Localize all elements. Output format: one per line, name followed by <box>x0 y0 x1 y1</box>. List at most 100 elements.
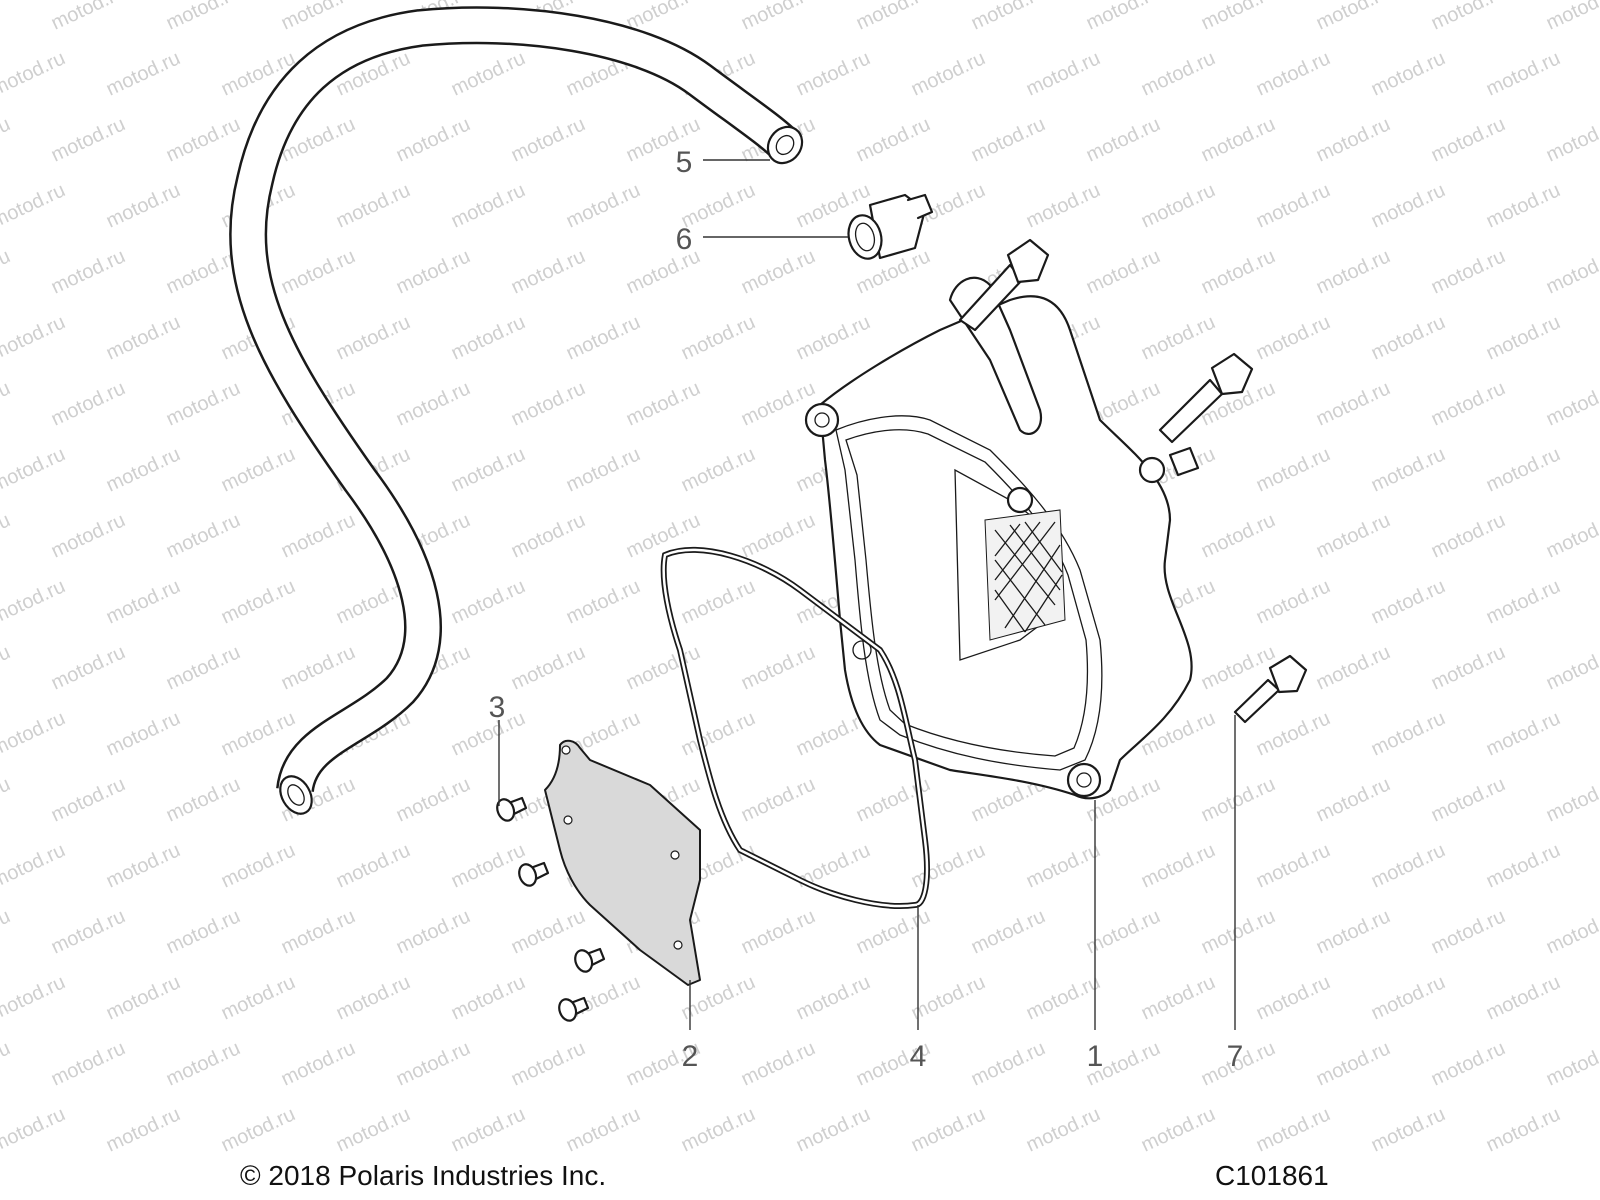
callout-2: 2 <box>682 1040 699 1073</box>
watermark-text: motod.ru <box>1368 575 1449 628</box>
watermark-text: motod.ru <box>508 1037 589 1090</box>
watermark-text: motod.ru <box>738 0 819 35</box>
watermark-text: motod.ru <box>908 971 989 1024</box>
watermark-text: motod.ru <box>48 113 129 166</box>
watermark-text: motod.ru <box>1428 245 1509 298</box>
cover-gasket <box>660 546 930 909</box>
watermark-text: motod.ru <box>1253 971 1334 1024</box>
watermark-text: motod.ru <box>1083 0 1164 35</box>
watermark-text: motod.ru <box>48 377 129 430</box>
watermark-text: motod.ru <box>103 575 184 628</box>
watermark-text: motod.ru <box>508 377 589 430</box>
watermark-text: motod.ru <box>508 905 589 958</box>
watermark-text: motod.ru <box>1543 509 1600 562</box>
watermark-text: motod.ru <box>103 707 184 760</box>
watermark-text: motod.ru <box>163 377 244 430</box>
copyright-notice: © 2018 Polaris Industries Inc. <box>240 1160 607 1191</box>
watermark-text: motod.ru <box>1253 311 1334 364</box>
watermark-text: motod.ru <box>1543 641 1600 694</box>
watermark-text: motod.ru <box>563 443 644 496</box>
watermark-text: motod.ru <box>1253 443 1334 496</box>
watermark-text: motod.ru <box>0 641 14 694</box>
watermark-text: motod.ru <box>48 1037 129 1090</box>
watermark-text: motod.ru <box>1023 179 1104 232</box>
watermark-text: motod.ru <box>0 179 69 232</box>
watermark-text: motod.ru <box>563 311 644 364</box>
callout-7: 7 <box>1227 1040 1244 1073</box>
watermark-text: motod.ru <box>1253 839 1334 892</box>
watermark-text: motod.ru <box>1313 641 1394 694</box>
watermark-text: motod.ru <box>393 1037 474 1090</box>
watermark-text: motod.ru <box>1428 905 1509 958</box>
watermark-text: motod.ru <box>1428 509 1509 562</box>
callout-6: 6 <box>676 223 693 256</box>
watermark-text: motod.ru <box>103 179 184 232</box>
watermark-text: motod.ru <box>1253 575 1334 628</box>
watermark-text: motod.ru <box>563 575 644 628</box>
watermark-text: motod.ru <box>1428 1037 1509 1090</box>
watermark-text: motod.ru <box>0 47 69 100</box>
watermark-text: motod.ru <box>1023 971 1104 1024</box>
watermark-text: motod.ru <box>1198 773 1279 826</box>
watermark-text: motod.ru <box>333 311 414 364</box>
watermark-text: motod.ru <box>278 509 359 562</box>
watermark-text: motod.ru <box>908 1103 989 1156</box>
watermark-text: motod.ru <box>0 1103 69 1156</box>
watermark-text: motod.ru <box>1083 113 1164 166</box>
watermark-text: motod.ru <box>1023 47 1104 100</box>
watermark-text: motod.ru <box>853 905 934 958</box>
watermark-text: motod.ru <box>0 773 14 826</box>
watermark-text: motod.ru <box>968 905 1049 958</box>
cover-bolt <box>958 238 1308 724</box>
watermark-text: motod.ru <box>1428 773 1509 826</box>
watermark-text: motod.ru <box>333 1103 414 1156</box>
diagram-id: C101861 <box>1215 1160 1329 1191</box>
watermark-text: motod.ru <box>1483 707 1564 760</box>
watermark-text: motod.ru <box>968 0 1049 35</box>
watermark-text: motod.ru <box>1543 113 1600 166</box>
watermark-text: motod.ru <box>1483 971 1564 1024</box>
watermark-text: motod.ru <box>448 575 529 628</box>
watermark-text: motod.ru <box>333 971 414 1024</box>
leader-lines <box>498 159 1236 1030</box>
watermark-text: motod.ru <box>1543 0 1600 35</box>
watermark-text: motod.ru <box>393 113 474 166</box>
watermark-text: motod.ru <box>1483 1103 1564 1156</box>
watermark-text: motod.ru <box>0 971 69 1024</box>
watermark-text: motod.ru <box>103 1103 184 1156</box>
watermark-text: motod.ru <box>1253 179 1334 232</box>
watermark-text: motod.ru <box>623 641 704 694</box>
watermark-text: motod.ru <box>393 773 474 826</box>
watermark-text: motod.ru <box>1313 377 1394 430</box>
watermark-text: motod.ru <box>1368 311 1449 364</box>
watermark-text: motod.ru <box>333 179 414 232</box>
watermark-text: motod.ru <box>218 1103 299 1156</box>
watermark-text: motod.ru <box>1543 773 1600 826</box>
watermark-text: motod.ru <box>738 245 819 298</box>
watermark-text: motod.ru <box>1483 575 1564 628</box>
watermark-text: motod.ru <box>1023 839 1104 892</box>
watermark-text: motod.ru <box>1198 245 1279 298</box>
watermark-text: motod.ru <box>793 1103 874 1156</box>
watermark-text: motod.ru <box>48 773 129 826</box>
watermark-text: motod.ru <box>1543 1037 1600 1090</box>
watermark-text: motod.ru <box>1483 443 1564 496</box>
watermark-text: motod.ru <box>0 509 14 562</box>
watermark-text: motod.ru <box>163 1037 244 1090</box>
watermark-text: motod.ru <box>968 113 1049 166</box>
watermark-text: motod.ru <box>793 971 874 1024</box>
watermark-text: motod.ru <box>1253 707 1334 760</box>
watermark-text: motod.ru <box>1368 1103 1449 1156</box>
watermark-text: motod.ru <box>0 311 69 364</box>
watermark-text: motod.ru <box>103 839 184 892</box>
watermark-text: motod.ru <box>968 1037 1049 1090</box>
watermark-text: motod.ru <box>1368 971 1449 1024</box>
watermark-text: motod.ru <box>1543 377 1600 430</box>
watermark-text: motod.ru <box>563 179 644 232</box>
watermark-text: motod.ru <box>0 707 69 760</box>
watermark-text: motod.ru <box>1428 377 1509 430</box>
watermark-text: motod.ru <box>218 443 299 496</box>
watermark-text: motod.ru <box>508 113 589 166</box>
watermark-text: motod.ru <box>738 641 819 694</box>
watermark-text: motod.ru <box>448 47 529 100</box>
